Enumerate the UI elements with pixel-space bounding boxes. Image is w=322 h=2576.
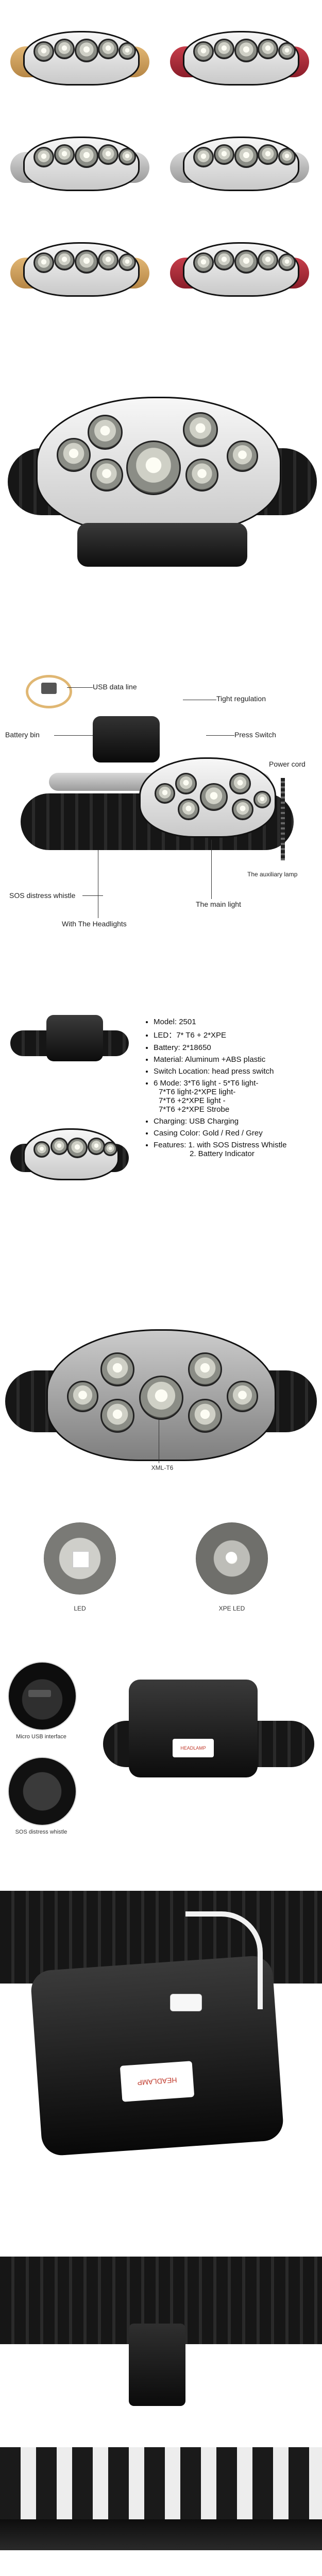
caption-micro-usb: Micro USB interface <box>16 1734 66 1740</box>
caption-sos: SOS distress whistle <box>15 1829 67 1835</box>
lens-comparison: LED XPE LED <box>0 1515 322 1633</box>
headlamp-silver-1 <box>10 116 149 209</box>
usb-plug-white <box>170 1994 202 2011</box>
label-press-switch: Press Switch <box>234 731 276 739</box>
brand-label-rear: HEADLAMP <box>173 1739 214 1757</box>
led-type-label: XML-T6 <box>151 1464 174 1471</box>
power-cord <box>281 778 285 860</box>
lamp-base <box>77 523 247 567</box>
led-closeup: XML-T6 <box>0 1309 322 1515</box>
battery-pack <box>93 716 160 762</box>
specifications: Model: 2501 LED：7* T6 + 2*XPE Battery: 2… <box>0 969 322 1309</box>
charging-closeup: HEADLAMP <box>0 1860 322 2221</box>
brand-label-closeup: HEADLAMP <box>120 2061 195 2102</box>
label-tight-regulation: Tight regulation <box>216 694 266 703</box>
spec-features: Features: 1. with SOS Distress Whistle 2… <box>154 1141 319 1158</box>
usb-plug-icon <box>41 683 57 694</box>
headlamp-gold-1 <box>10 10 149 103</box>
label-sos-whistle: SOS distress whistle <box>9 891 76 900</box>
headlamp-silver-2 <box>170 116 309 209</box>
spec-material: Material: Aluminum +ABS plastic <box>154 1055 319 1064</box>
thumb-battery-side <box>10 999 129 1087</box>
label-main-light: The main light <box>196 900 241 908</box>
headlamp-gold-2 <box>10 222 149 314</box>
spec-charging: Charging: USB Charging <box>154 1117 319 1126</box>
label-with-headlights: With The Headlights <box>62 920 127 928</box>
spec-modes: 6 Mode: 3*T6 light - 5*T6 light- 7*T6 li… <box>154 1079 319 1114</box>
xpe-chip-right <box>226 1552 237 1563</box>
label-auxiliary-lamp: The auxiliary lamp <box>247 871 298 878</box>
thumb-front <box>10 1108 129 1200</box>
label-power-cord: Power cord <box>269 760 306 768</box>
label-usb-data-line: USB data line <box>93 683 137 691</box>
label-battery-bin: Battery bin <box>5 731 40 739</box>
caption-xpe: XPE LED <box>218 1605 245 1612</box>
product-hero <box>0 335 322 644</box>
spec-switch: Switch Location: head press switch <box>154 1067 319 1076</box>
color-variants-grid <box>0 0 322 335</box>
usb-cable-icon <box>26 675 72 708</box>
battery-box-rear <box>129 1680 258 1777</box>
spec-model: Model: 2501 <box>154 1018 319 1026</box>
parts-diagram: USB data line Tight regulation Battery b… <box>0 644 322 969</box>
micro-usb-port <box>28 1690 51 1697</box>
headlamp-red-2 <box>170 222 309 314</box>
headlamp-red-1 <box>170 10 309 103</box>
headband-buckle <box>129 2324 185 2406</box>
spec-casing: Casing Color: Gold / Red / Grey <box>154 1129 319 1138</box>
interfaces: Micro USB interface SOS distress whistle… <box>0 1633 322 1860</box>
caption-led: LED <box>74 1605 86 1612</box>
spec-list: Model: 2501 LED：7* T6 + 2*XPE Battery: 2… <box>144 1018 319 1161</box>
headband-edge <box>0 2519 322 2550</box>
usb-cable-white <box>185 1911 263 2009</box>
led-chip-left <box>72 1551 90 1568</box>
spec-battery: Battery: 2*18650 <box>154 1043 319 1052</box>
spec-led: LED：7* T6 + 2*XPE <box>154 1029 319 1040</box>
headband-detail <box>0 2221 322 2576</box>
headband-print <box>0 2447 322 2519</box>
sos-whistle-detail <box>8 1757 77 1826</box>
